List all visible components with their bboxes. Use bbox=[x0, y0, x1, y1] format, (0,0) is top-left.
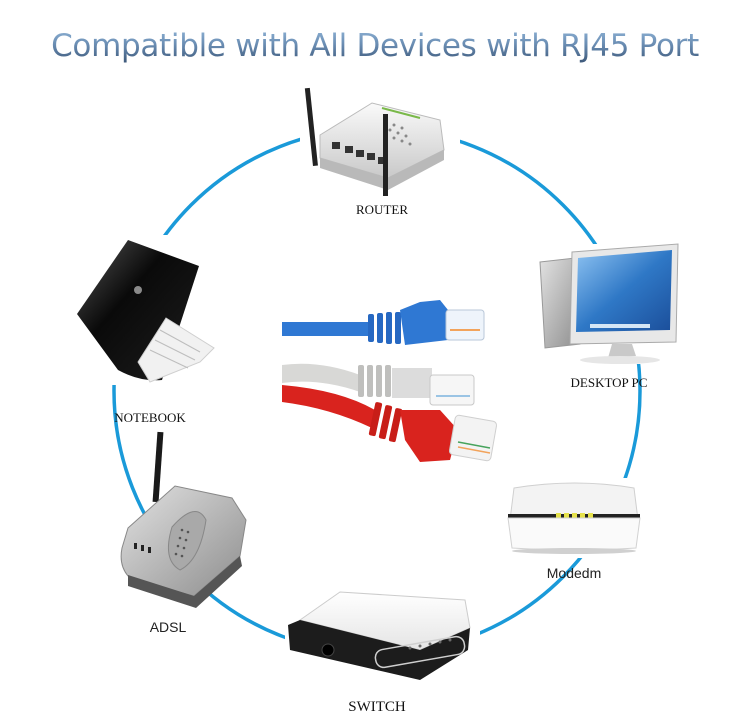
switch-label: SWITCH bbox=[348, 699, 406, 715]
gray-cable bbox=[282, 363, 475, 406]
desktop-pc-label: DESKTOP PC bbox=[571, 375, 648, 390]
page-title: Compatible with All Devices with RJ45 Po… bbox=[0, 28, 750, 64]
red-cable bbox=[282, 385, 498, 462]
switch-image bbox=[285, 585, 480, 680]
notebook-label: NOTEBOOK bbox=[114, 410, 186, 425]
router-image bbox=[300, 87, 460, 196]
adsl-label: ADSL bbox=[150, 619, 187, 635]
adsl-image bbox=[120, 431, 247, 608]
notebook-image bbox=[70, 235, 220, 385]
desktop-pc-image bbox=[537, 243, 679, 364]
modem-image bbox=[497, 478, 647, 558]
ethernet-cables-image bbox=[282, 300, 498, 462]
modem-label: Modedm bbox=[547, 565, 601, 581]
router-label: ROUTER bbox=[356, 202, 408, 217]
blue-cable bbox=[282, 300, 485, 345]
